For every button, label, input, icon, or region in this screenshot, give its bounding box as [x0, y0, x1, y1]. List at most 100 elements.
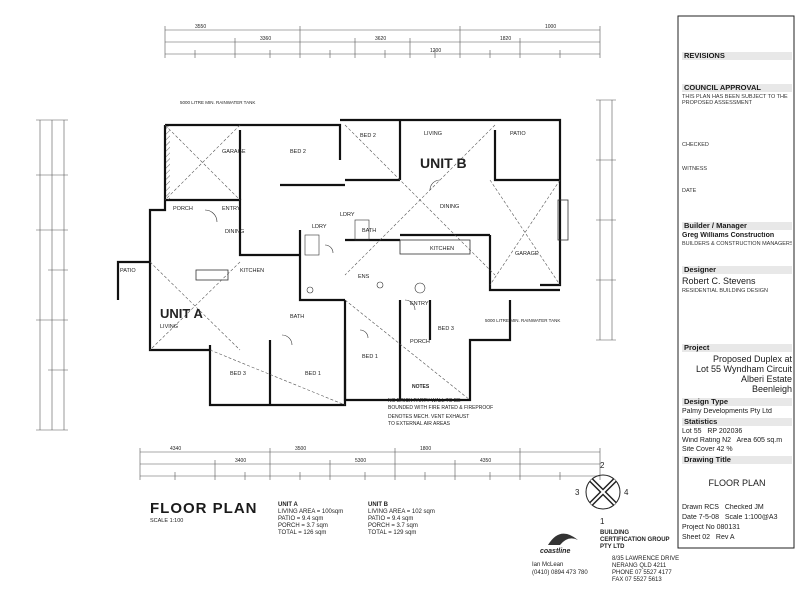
schedule-row: LIVING AREA = 102 sqm — [368, 509, 435, 515]
notes-line-3: TO EXTERNAL AIR AREAS — [388, 421, 451, 427]
unit-b-label: UNIT B — [420, 155, 467, 171]
unit-a-party-wall-hatch — [166, 126, 170, 200]
meta-label: Project No — [682, 524, 715, 531]
schedule-value: 9.4 sqm — [391, 516, 414, 522]
schedule-value: 100sqm — [321, 509, 344, 515]
meta-label: Rev — [715, 534, 729, 541]
compass-w: 3 — [575, 488, 580, 497]
stat-value: 55 — [693, 428, 702, 435]
meta-label: Scale — [724, 514, 743, 521]
client-header: Design Type — [682, 398, 792, 406]
schedule-row: PATIO = 9.4 sqm — [278, 516, 324, 522]
unit-a-bed2-label: BED 2 — [290, 149, 306, 155]
designer-header: Designer — [682, 266, 792, 274]
project-line: Lot 55 Wyndham Circuit — [696, 364, 792, 374]
title-block-panel: REVISIONS COUNCIL APPROVAL THIS PLAN HAS… — [678, 16, 794, 548]
certifier-logo-text: coastline — [540, 548, 571, 555]
meta-value: JM — [754, 504, 764, 511]
schedule-label: PORCH — [278, 523, 300, 529]
builder-header: Builder / Manager — [682, 222, 792, 230]
unit-b-bed2-label: BED 2 — [360, 133, 376, 139]
schedule-row: PORCH = 3.7 sqm — [368, 523, 418, 529]
schedule-value: 102 sqm — [411, 509, 435, 515]
schedule-label: PORCH — [368, 523, 390, 529]
meta-label: Checked — [724, 504, 753, 511]
unit-a-schedule-heading: UNIT A — [278, 502, 298, 508]
roof-lines — [149, 124, 561, 406]
dim-bottom-4: 1800 — [420, 446, 431, 452]
revisions-header: REVISIONS — [682, 52, 792, 60]
builder-name: Greg Williams Construction — [682, 232, 775, 239]
schedule-label: TOTAL — [368, 530, 387, 536]
unit-b-area-schedule: UNIT B LIVING AREA = 102 sqm PATIO = 9.4… — [368, 502, 448, 537]
stat-value: N2 — [722, 437, 732, 444]
drawing-title-header: Drawing Title — [682, 456, 792, 464]
dim-top-2: 3620 — [375, 36, 386, 42]
meta-value: 080131 — [716, 524, 740, 531]
compass-s: 1 — [600, 517, 605, 526]
title-block-frame — [677, 15, 795, 549]
certifier-address-line: PHONE 07 5527 4177 — [612, 570, 672, 576]
unit-a-patio-label: PATIO — [120, 268, 136, 274]
unit-b-walls — [340, 118, 562, 402]
schedule-label: PATIO — [278, 516, 296, 522]
meta-label: Date — [682, 514, 697, 521]
notes-line-0: NO BRICK PARTY WALL TO BE — [388, 398, 461, 404]
schedule-value: 9.4 sqm — [301, 516, 324, 522]
builder-sub: BUILDERS & CONSTRUCTION MANAGERS — [682, 241, 792, 247]
schedule-row: TOTAL = 129 sqm — [368, 530, 417, 536]
unit-a-living-label: LIVING — [160, 324, 178, 330]
unit-b-entry-label: ENTRY — [410, 301, 429, 307]
meta-row: Date 7-5-08 Scale 1:100@A3 — [682, 514, 792, 522]
unit-b-ldry-label: LDRY — [340, 212, 355, 218]
unit-a-toilet — [306, 286, 314, 294]
unit-b-kitchen-label: KITCHEN — [430, 246, 454, 252]
dim-bottom-0: 4340 — [170, 446, 181, 452]
unit-a-entry-label: ENTRY — [222, 206, 241, 212]
compass-rose — [585, 474, 621, 510]
left-dimension-lines — [36, 119, 68, 431]
client-name: Palmy Developments Pty Ltd — [682, 408, 772, 415]
certifier-address-line: NERANG QLD 4211 — [612, 563, 667, 569]
schedule-row: PORCH = 3.7 sqm — [278, 523, 328, 529]
notes-line-2: DENOTES MECH. VENT EXHAUST — [388, 414, 469, 420]
unit-b-bed3-label: BED 3 — [438, 326, 454, 332]
unit-a-bed1-label: BED 1 — [305, 371, 321, 377]
unit-b-patio-label: PATIO — [510, 131, 526, 137]
door-swings — [204, 179, 441, 346]
unit-b-porch-label: PORCH — [410, 339, 430, 345]
meta-value: 7-5-08 — [698, 514, 719, 521]
certifier-address-line: 8/35 LAWRENCE DRIVE — [612, 556, 680, 562]
unit-b-bath-tub — [354, 219, 370, 241]
coastline-logo-icon — [548, 533, 578, 545]
schedule-value: 129 sqm — [393, 530, 417, 536]
unit-a-tank-note: 5000 LITRE MIN. RAINWATER TANK — [180, 100, 255, 105]
check-label-witness: WITNESS — [682, 166, 708, 172]
stat-label: Area — [736, 437, 752, 444]
dim-bottom-3: 5300 — [355, 458, 366, 464]
schedule-value: 3.7 sqm — [306, 523, 328, 529]
approval-header: COUNCIL APPROVAL — [682, 84, 792, 92]
stat-value: 202036 — [718, 428, 743, 435]
schedule-value: 3.7 sqm — [396, 523, 418, 529]
unit-b-tank-note: 5000 LITRE MIN. RAINWATER TANK — [485, 318, 560, 323]
stat-value: 42 % — [716, 446, 733, 453]
unit-a-porch-label: PORCH — [173, 206, 193, 212]
stat-label: Site Cover — [682, 446, 715, 453]
schedule-row: PATIO = 9.4 sqm — [368, 516, 414, 522]
schedule-value: 126 sqm — [303, 530, 327, 536]
stat-value: 605 sq.m — [753, 437, 783, 444]
notes-line-1: BOUNDED WITH FIRE RATED & FIREPROOF — [388, 405, 493, 411]
meta-value: 1:100@A3 — [744, 514, 778, 521]
drawing-title: FLOOR PLAN — [708, 478, 766, 488]
meta-value: A — [729, 534, 735, 541]
unit-b-garage-label: GARAGE — [515, 251, 539, 257]
project-line: Alberi Estate — [740, 374, 792, 384]
unit-b-water-tank — [557, 199, 569, 241]
certifier-phone: (0410) 0894 473 780 — [532, 570, 588, 576]
meta-label: Drawn — [682, 504, 703, 511]
unit-b-bed1-label: BED 1 — [362, 354, 378, 360]
dim-top-4: 1820 — [500, 36, 511, 42]
unit-b-dining-label: DINING — [440, 204, 459, 210]
